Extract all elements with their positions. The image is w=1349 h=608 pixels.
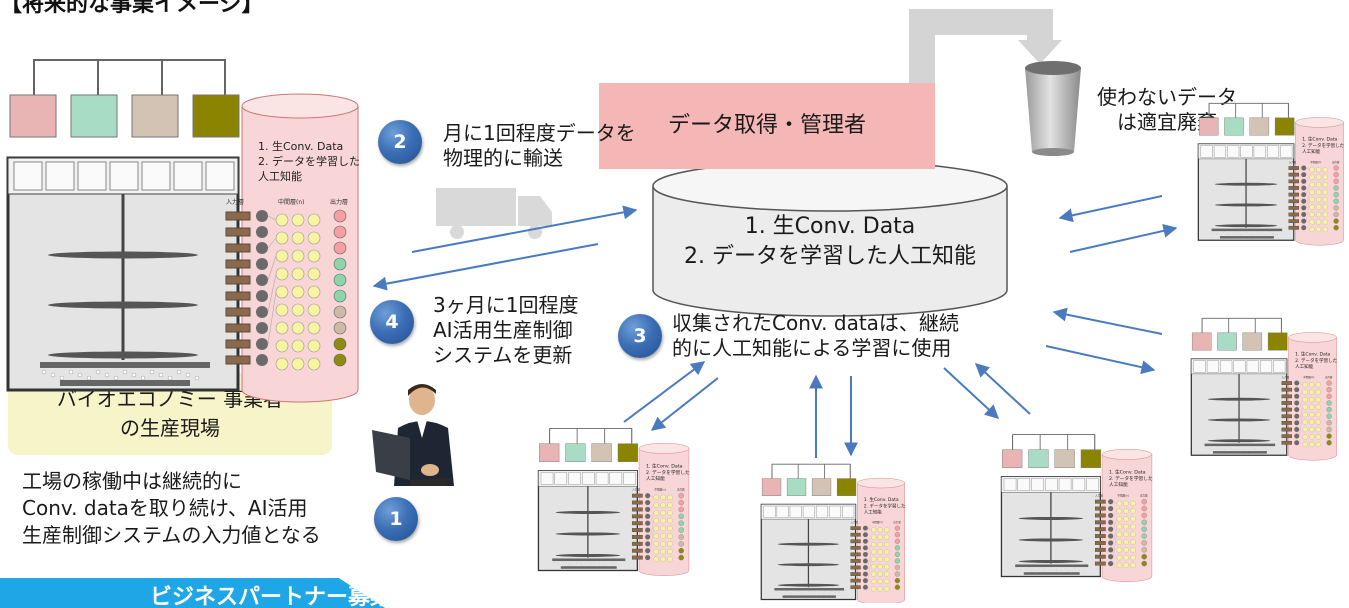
step-badge-1: 1 xyxy=(374,497,418,541)
database-line-1: 1. 生Conv. Data xyxy=(744,214,916,239)
truck-icon xyxy=(436,188,552,239)
discard-line-1: 使わないデータ xyxy=(1097,85,1237,109)
plant-desc-line-3: 生産制御システムの入力値となる xyxy=(22,523,321,547)
discard-label: 使わないデータ は適宜廃棄 xyxy=(1097,85,1237,135)
step-3-line-1: 収集されたConv. dataは、継続 xyxy=(672,311,959,335)
plant-desc-line-2: Conv. dataを取り続け、AI活用 xyxy=(22,496,308,520)
partner-recruit-banner: ビジネスパートナー募集 xyxy=(0,578,385,608)
plant-line-1: バイオエコノミー 事業者 xyxy=(56,387,284,411)
database-line-2: 2. データを学習した人工知能 xyxy=(684,244,976,269)
operator-person-icon xyxy=(372,384,454,486)
step-badge-2: 2 xyxy=(378,120,422,164)
discard-pipe-head xyxy=(1018,40,1062,64)
page-heading: 【将来的な事業イメージ】 xyxy=(0,0,264,17)
step-4-line-1: 3ヶ月に1回程度 xyxy=(433,293,579,317)
data-manager-box: データ取得・管理者 xyxy=(599,83,935,169)
step-2-line-2: 物理的に輸送 xyxy=(443,146,563,170)
step-4-text: 3ヶ月に1回程度 AI活用生産制御 システムを更新 xyxy=(433,293,578,368)
step-badge-4: 4 xyxy=(370,300,414,344)
step-2-line-1: 月に1回程度データを xyxy=(443,121,636,145)
step-4-line-3: システムを更新 xyxy=(433,343,573,367)
step-2-text: 月に1回程度データを 物理的に輸送 xyxy=(443,121,636,171)
plant-desc-line-1: 工場の稼働中は継続的に xyxy=(22,469,242,493)
plant-description: 工場の稼働中は継続的に Conv. dataを取り続け、AI活用 生産制御システ… xyxy=(22,468,321,549)
step-4-line-2: AI活用生産制御 xyxy=(433,318,573,342)
plant-line-2: の生産現場 xyxy=(120,416,220,440)
trash-bin-icon xyxy=(1025,61,1081,156)
step-3-line-2: 的に人工知能による学習に使用 xyxy=(672,336,952,360)
plant-label-box: バイオエコノミー 事業者 の生産現場 xyxy=(8,373,332,455)
database-cylinder xyxy=(652,160,1008,317)
step-badge-3: 3 xyxy=(618,314,662,358)
step-3-text: 収集されたConv. dataは、継続 的に人工知能による学習に使用 xyxy=(672,311,959,361)
database-contents: 1. 生Conv. Data 2. データを学習した人工知能 xyxy=(652,212,1008,272)
discard-line-2: は適宜廃棄 xyxy=(1117,110,1217,134)
